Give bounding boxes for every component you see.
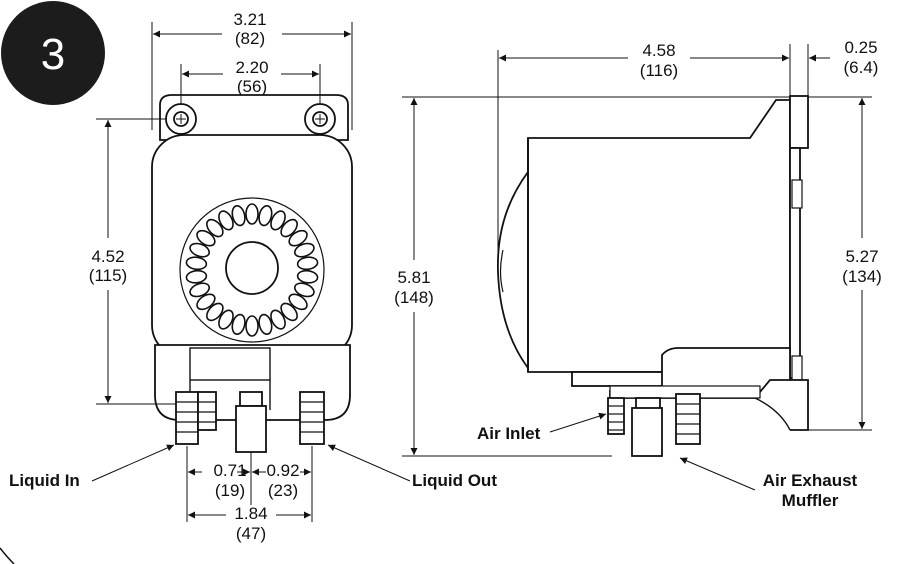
rotor-pad — [296, 256, 319, 271]
rotor-pad — [245, 315, 259, 337]
corner-mark — [0, 547, 15, 564]
label-air-inlet: Air Inlet — [477, 424, 541, 443]
rotor-pad — [296, 269, 319, 284]
dim-port-offset-right-in: 0.92 — [266, 461, 299, 480]
dim-flange-thickness-mm: (6.4) — [844, 58, 879, 77]
rotor-pad — [185, 269, 208, 284]
rotor-pad — [258, 205, 273, 227]
rotor-pad — [206, 302, 224, 322]
rotor-pad — [293, 242, 315, 258]
dim-overall-depth-mm: (116) — [640, 61, 678, 80]
dim-overall-width-mm: (82) — [235, 29, 265, 48]
figure-number: 3 — [41, 30, 65, 79]
rotor-pad — [258, 313, 273, 335]
dim-overall-width-in: 3.21 — [233, 10, 266, 29]
rotor-pad — [206, 218, 224, 238]
rotor-pad — [231, 313, 246, 335]
rotor-pad — [288, 293, 308, 311]
rotor-pad — [189, 242, 211, 258]
label-air-exhaust: Air Exhaust — [763, 471, 858, 490]
label-liquid-in: Liquid In — [9, 471, 80, 490]
dim-front-height-in: 4.52 — [91, 247, 124, 266]
front-dimension-lines — [91, 22, 411, 522]
dim-port-spacing-in: 1.84 — [234, 504, 267, 523]
dim-flange-thickness-in: 0.25 — [844, 38, 877, 57]
dim-flange-height-mm: (134) — [842, 267, 882, 286]
rotor-pad — [293, 282, 315, 298]
figure-number-badge: 3 — [1, 1, 105, 105]
rotor-pad — [288, 229, 308, 247]
rotor-pad — [280, 302, 298, 322]
dim-port-offset-left-in: 0.71 — [213, 461, 246, 480]
dim-overall-height-in: 5.81 — [397, 268, 430, 287]
dim-overall-depth-in: 4.58 — [642, 41, 675, 60]
rotor-pad — [196, 293, 216, 311]
front-view — [151, 94, 353, 453]
rotor-pad — [218, 210, 234, 231]
dim-port-offset-left-mm: (19) — [215, 481, 245, 500]
rotor-pad — [196, 229, 216, 247]
dim-mount-spacing-in: 2.20 — [235, 58, 268, 77]
dim-mount-spacing-mm: (56) — [237, 77, 267, 96]
rotor-pad — [189, 282, 211, 298]
rotor-pad — [185, 256, 208, 271]
dim-overall-height-mm: (148) — [394, 288, 434, 307]
side-view — [497, 95, 809, 457]
dim-port-offset-right-mm: (23) — [268, 481, 298, 500]
rotor-pad — [270, 309, 286, 330]
rotor-pad — [245, 203, 259, 225]
rotor-pad — [270, 210, 286, 231]
rotor-pad — [218, 309, 234, 330]
side-dimension-lines — [402, 44, 872, 491]
dim-port-spacing-mm: (47) — [236, 524, 266, 543]
label-liquid-out: Liquid Out — [412, 471, 497, 490]
dim-flange-height-in: 5.27 — [845, 247, 878, 266]
rotor-pad — [231, 205, 246, 227]
label-muffler: Muffler — [782, 491, 839, 510]
rotor-pad — [280, 218, 298, 238]
dim-front-height-mm: (115) — [89, 266, 127, 285]
